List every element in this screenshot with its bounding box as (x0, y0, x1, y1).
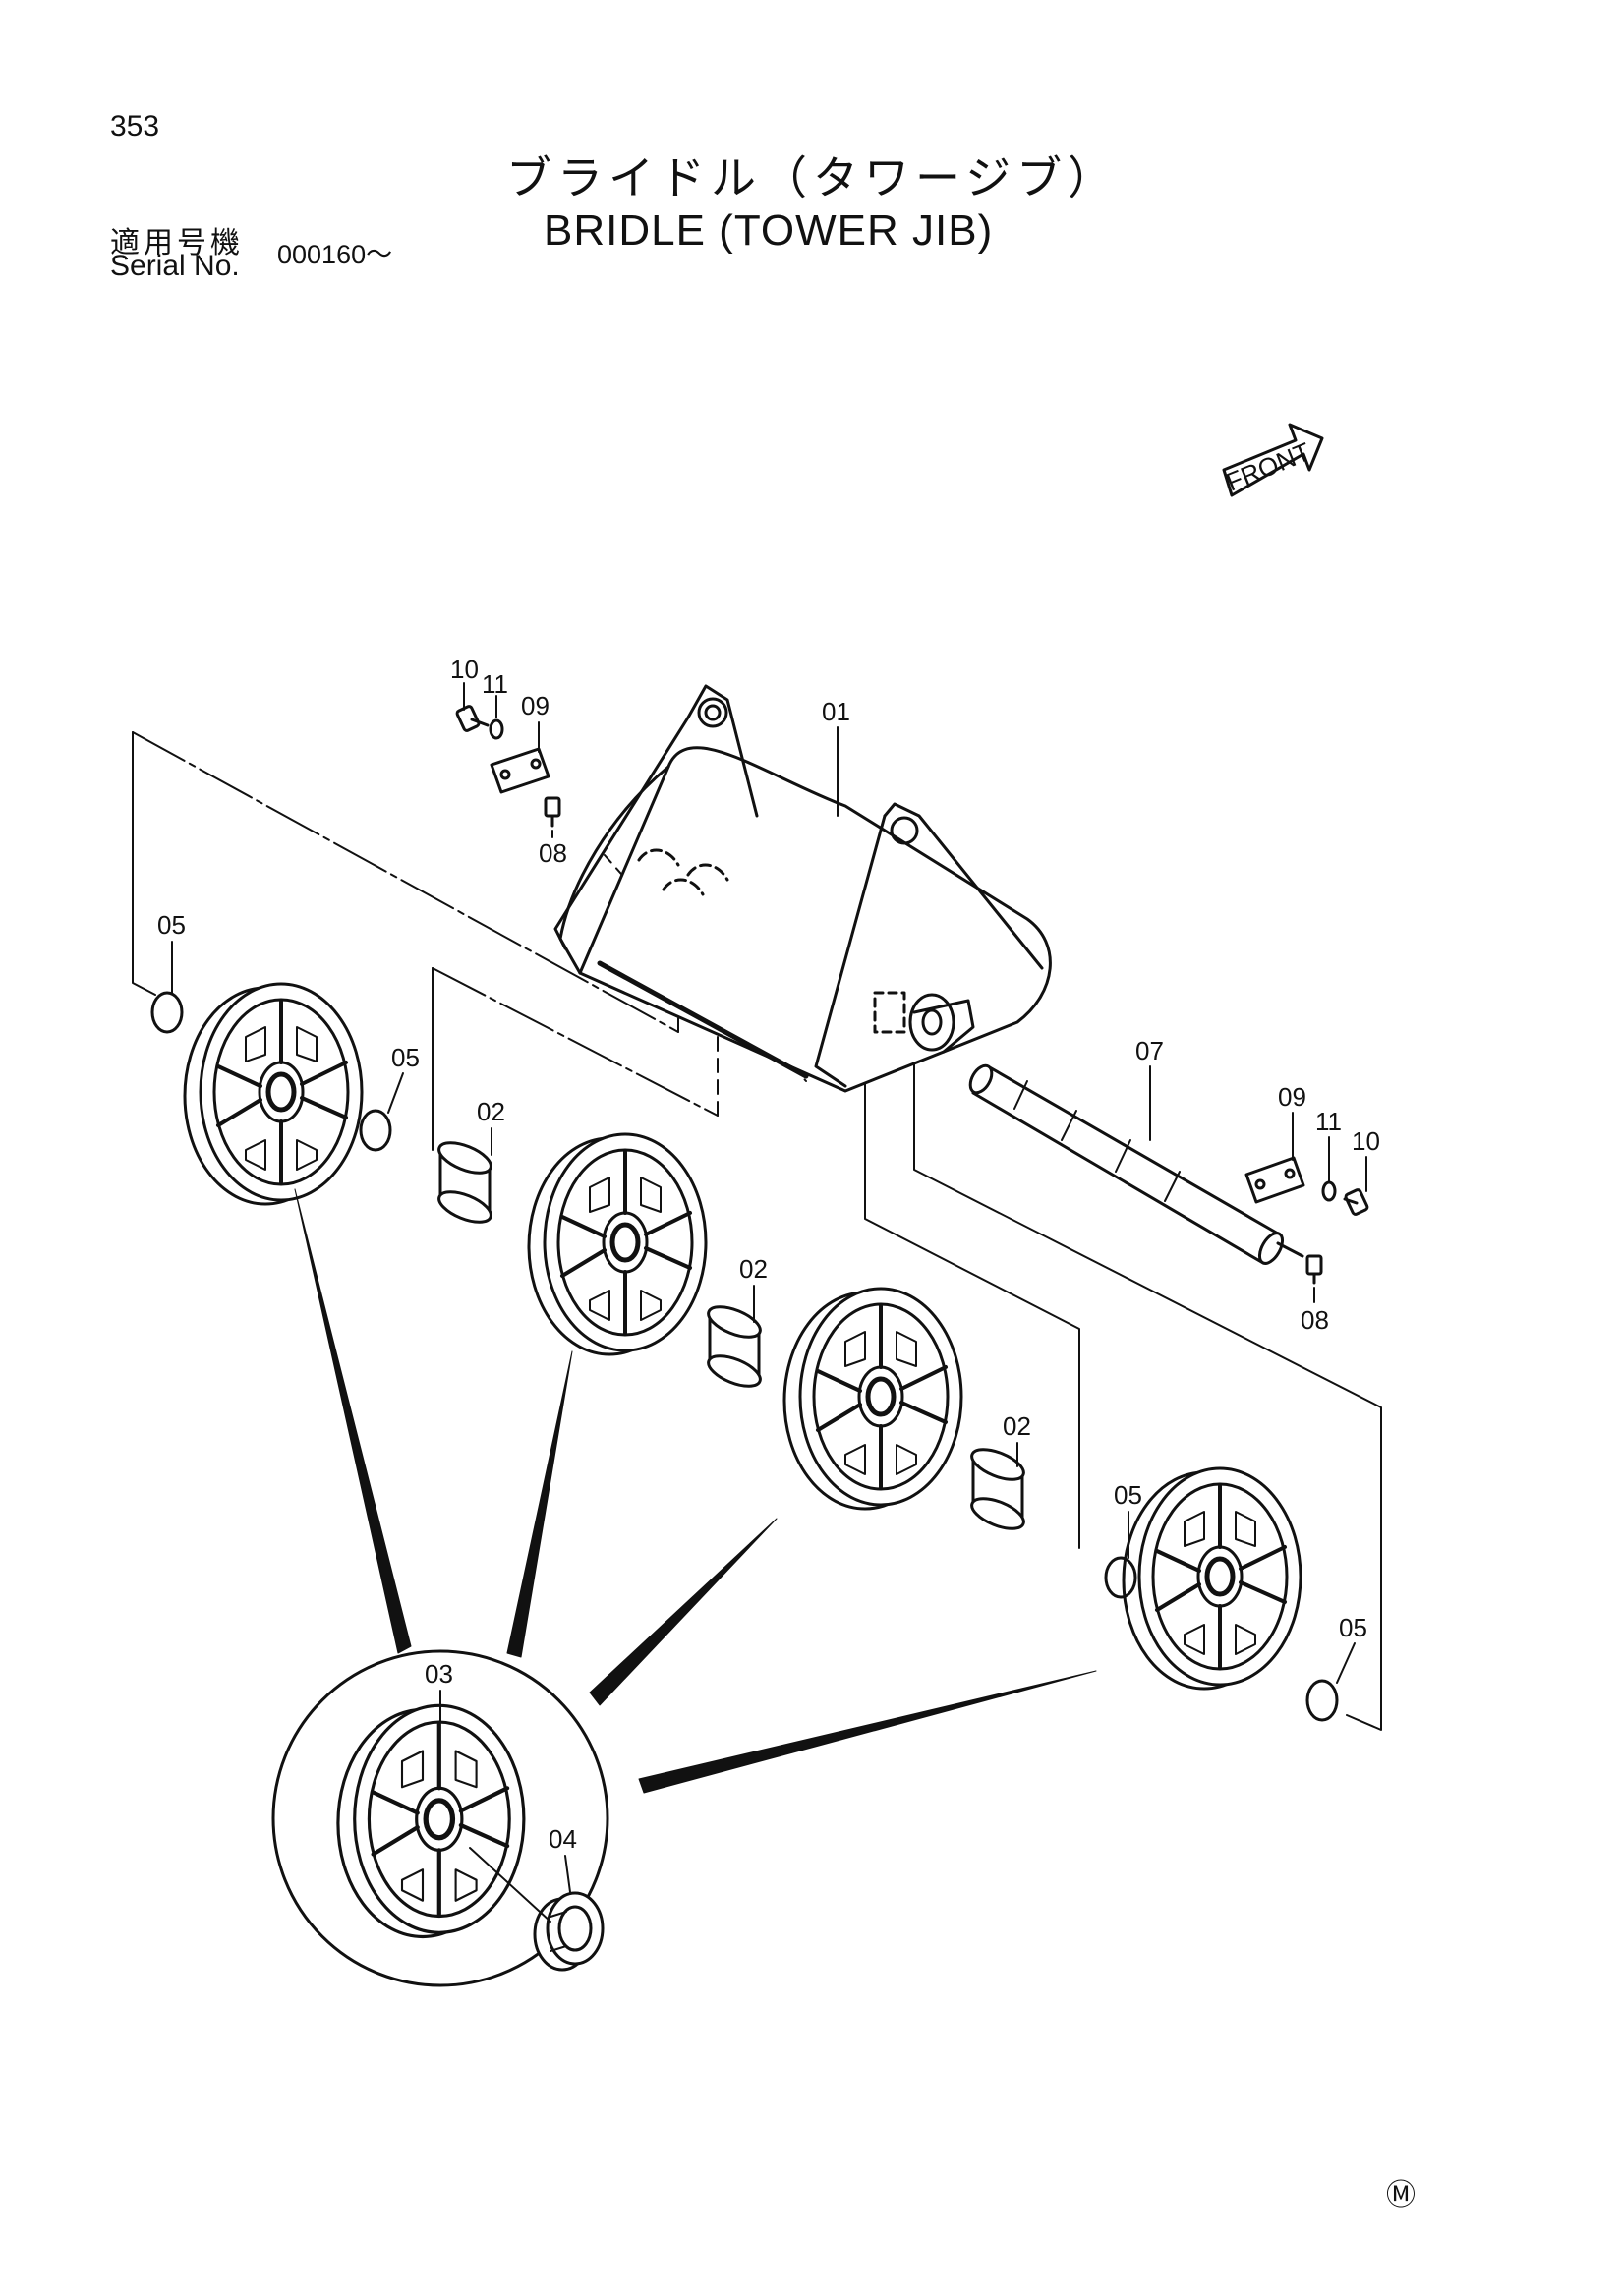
callout-10-upper: 10 (450, 655, 479, 684)
callout-05-d: 05 (1339, 1613, 1367, 1642)
leader-lines-05 (171, 941, 1356, 1684)
callout-08-upper: 08 (539, 838, 567, 868)
upper-bolt-set (455, 705, 561, 828)
sheave-detail-part-03 (338, 1705, 524, 1936)
detail-view-circle (271, 1649, 609, 1987)
serial-number-range: 000160～ (277, 240, 393, 269)
page-title-english: BRIDLE (TOWER JIB) (544, 206, 994, 255)
sheave-2 (529, 1134, 706, 1354)
sleeve-part-02-b (703, 1298, 766, 1395)
sleeve-part-02-c (966, 1441, 1029, 1537)
ring-icon (1104, 1556, 1137, 1599)
callout-10-lower: 10 (1352, 1126, 1380, 1156)
callout-01: 01 (822, 697, 850, 726)
bolt-icon (1343, 1188, 1369, 1216)
leader-lines-02 (491, 1127, 1018, 1467)
callout-05-a: 05 (157, 910, 186, 940)
front-arrow-label: FRONT (1222, 436, 1314, 496)
sheave-3 (784, 1289, 961, 1509)
callout-08-lower: 08 (1301, 1305, 1329, 1335)
callout-02-b: 02 (739, 1254, 768, 1284)
callout-11-upper: 11 (482, 669, 508, 699)
callout-04: 04 (549, 1824, 577, 1854)
callout-05-c: 05 (1114, 1480, 1142, 1510)
serial-label-japanese: 適用号機 (110, 226, 244, 260)
plate-icon (1244, 1156, 1305, 1204)
grease-fitting-icon (544, 796, 561, 828)
page-number: 353 (110, 110, 160, 143)
ring-icon (359, 1109, 392, 1152)
callout-02-a: 02 (477, 1097, 505, 1126)
retaining-rings-part-05 (150, 991, 1339, 1722)
plate-icon (490, 747, 550, 794)
callout-02-c: 02 (1003, 1411, 1031, 1441)
sheave-4 (1124, 1468, 1301, 1689)
leader-lines-lower-bolts (1292, 1112, 1367, 1303)
serial-label-english: Serial No. (110, 250, 240, 282)
ring-icon (1305, 1679, 1339, 1722)
callout-05-b: 05 (391, 1043, 420, 1072)
bolt-icon (455, 705, 490, 732)
ring-icon (150, 991, 184, 1034)
washer-icon (1321, 1180, 1337, 1202)
callout-09-upper: 09 (521, 691, 550, 720)
footer-mark: Ⓜ (1386, 2179, 1416, 2211)
detail-pointer-wedges (294, 1188, 1097, 1794)
sheave-1 (185, 984, 362, 1204)
sleeve-part-02-a (434, 1134, 496, 1231)
leader-lines-03-04 (439, 1690, 571, 1893)
washer-icon (489, 718, 504, 740)
front-arrow-icon: FRONT (1222, 423, 1324, 497)
callout-11-lower: 11 (1315, 1107, 1342, 1136)
callout-09-lower: 09 (1278, 1082, 1306, 1112)
bearing-part-04 (533, 1891, 605, 1972)
grease-fitting-icon (1305, 1254, 1323, 1285)
lower-bolt-set (1244, 1156, 1369, 1285)
pin-part-07 (968, 1063, 1304, 1265)
leader-lines-upper-bolts (463, 682, 553, 838)
callout-03: 03 (425, 1659, 453, 1689)
page-title-japanese: ブライドル（タワージブ） (506, 151, 1120, 204)
bridle-body-part-01 (553, 684, 1052, 1093)
callout-07: 07 (1135, 1036, 1164, 1065)
